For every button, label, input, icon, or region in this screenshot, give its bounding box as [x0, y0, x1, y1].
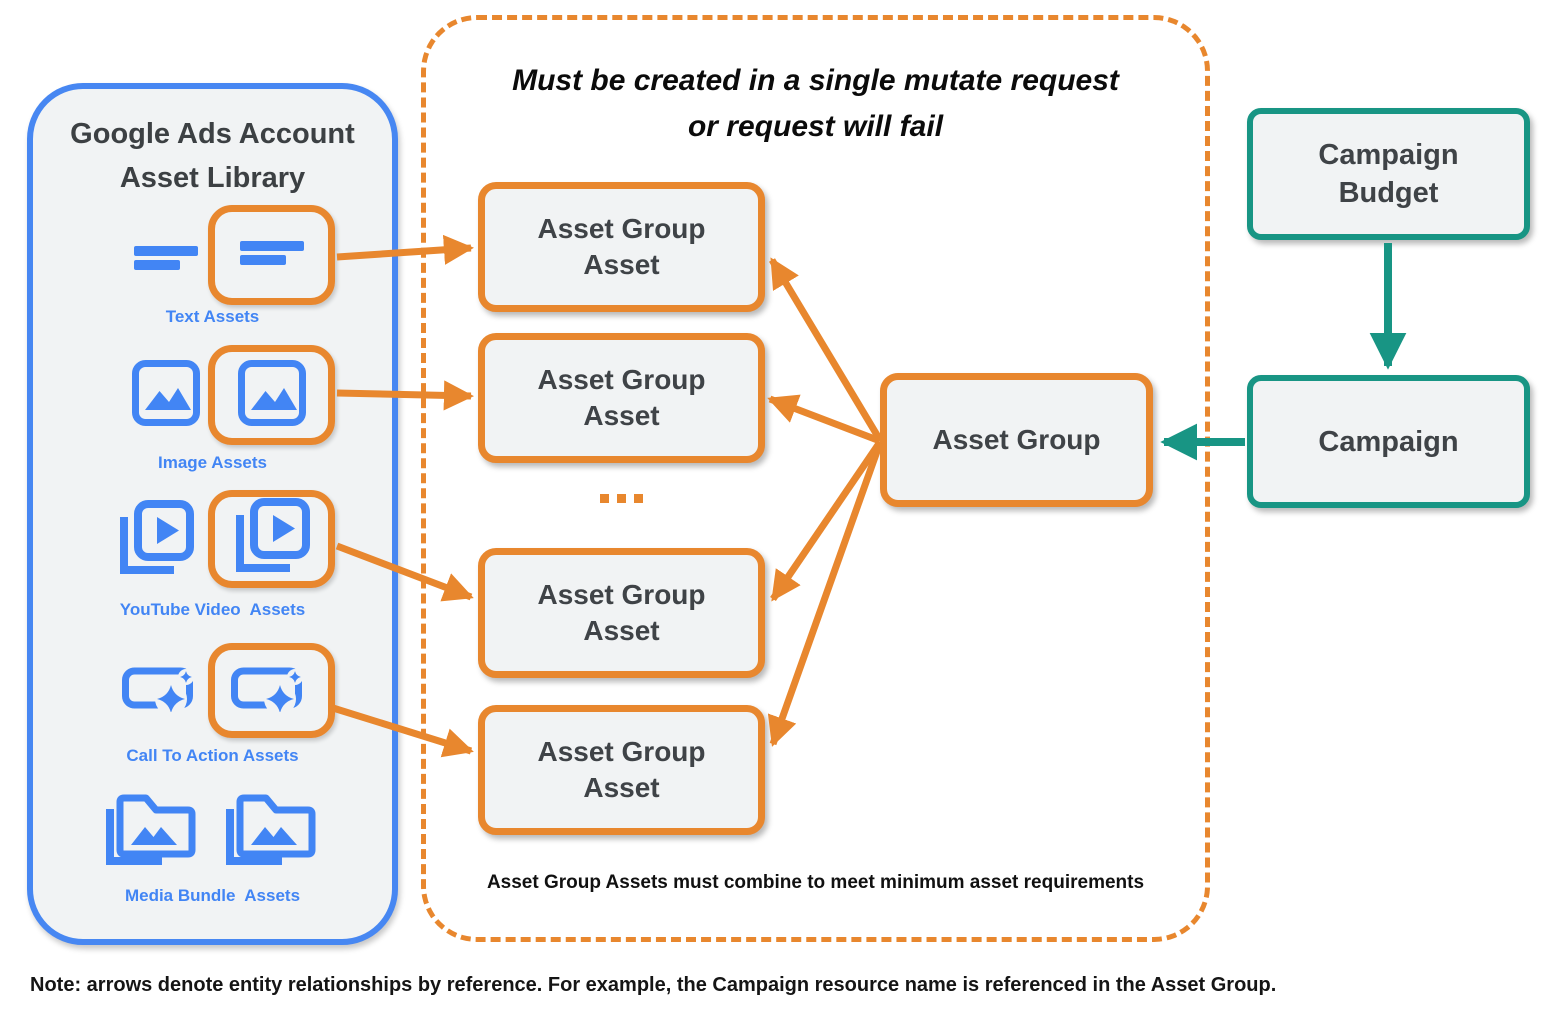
asset-group-label: Asset Group	[932, 424, 1101, 455]
image-icon	[237, 359, 306, 431]
cta-sparkle-icon	[122, 664, 204, 712]
mutate-request-footnote: Asset Group Assets must combine to meet …	[486, 872, 1145, 893]
mutate-request-title-line2: or request will fail	[687, 110, 944, 143]
asset-group-box: Asset Group	[880, 373, 1153, 507]
media-folder-icon	[222, 786, 318, 868]
asset-library-title-line2: Asset Library	[119, 162, 306, 194]
media-bundle-assets-label: Media Bundle Assets	[124, 886, 301, 905]
asset-library-title-line1: Google Ads Account	[70, 118, 355, 150]
cta-asset-highlight-box	[208, 643, 335, 738]
mutate-request-title: Must be created in a single mutate reque…	[421, 58, 1210, 150]
cta-assets-label: Call To Action Assets	[126, 746, 299, 765]
video-asset-highlight-box	[208, 490, 335, 588]
campaign-label: Campaign	[1318, 425, 1459, 458]
image-icon	[132, 360, 200, 426]
asset-group-asset-label: Asset Group Asset	[537, 213, 706, 280]
text-lines-icon	[239, 240, 304, 270]
asset-group-asset-label: Asset Group Asset	[537, 579, 706, 646]
campaign-budget-label: Campaign Budget	[1318, 139, 1459, 209]
text-asset-highlight-box	[208, 205, 335, 305]
reference-note: Note: arrows denote entity relationships…	[30, 974, 1277, 996]
campaign-box: Campaign	[1247, 375, 1530, 508]
text-lines-icon	[134, 246, 198, 270]
image-assets-label: Image Assets	[158, 453, 267, 472]
ellipsis-dots	[478, 494, 765, 503]
campaign-budget-box: Campaign Budget	[1247, 108, 1530, 240]
video-stack-icon	[232, 497, 312, 581]
asset-group-asset-label: Asset Group Asset	[537, 736, 706, 803]
media-folder-icon	[102, 786, 198, 868]
text-assets-label: Text Assets	[165, 307, 260, 326]
asset-group-asset-box-4: Asset Group Asset	[478, 705, 765, 835]
mutate-request-title-line1: Must be created in a single mutate reque…	[512, 64, 1119, 97]
asset-group-asset-box-2: Asset Group Asset	[478, 333, 765, 463]
asset-group-asset-label: Asset Group Asset	[537, 364, 706, 431]
asset-library-title: Google Ads Account Asset Library	[27, 112, 398, 200]
video-stack-icon	[116, 500, 196, 578]
asset-group-asset-box-3: Asset Group Asset	[478, 548, 765, 678]
asset-group-asset-box-1: Asset Group Asset	[478, 182, 765, 312]
cta-sparkle-icon	[230, 664, 313, 717]
image-asset-highlight-box	[208, 345, 335, 445]
youtube-video-assets-label: YouTube Video Assets	[119, 600, 306, 619]
